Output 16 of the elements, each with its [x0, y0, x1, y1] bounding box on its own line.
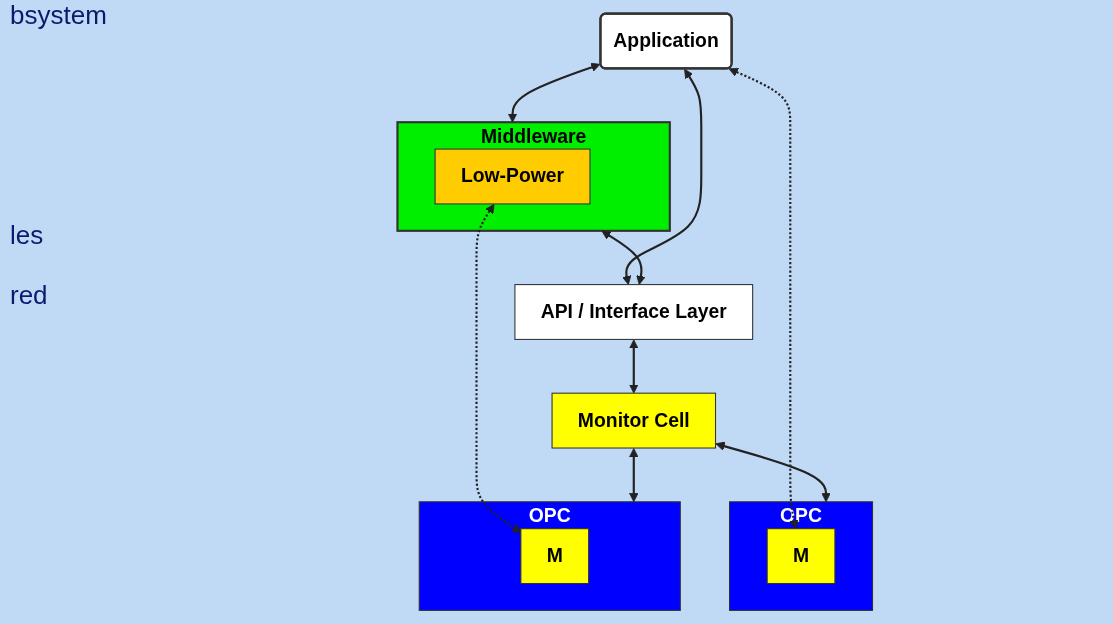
node-box: M	[520, 528, 590, 585]
node-box: Low-Power	[434, 148, 591, 205]
node-box: Monitor Cell	[551, 392, 717, 449]
arrow	[629, 448, 639, 503]
node-box: API / Interface Layer	[514, 284, 754, 340]
text-fragment: bsystem	[10, 0, 107, 31]
arrow	[507, 62, 601, 123]
arrow	[728, 67, 799, 530]
arrow	[715, 441, 831, 503]
node-box: M	[766, 528, 836, 585]
text-fragment: red	[10, 280, 48, 311]
text-fragment: les	[10, 220, 44, 251]
arrow	[629, 339, 639, 394]
arrow	[622, 68, 703, 285]
arrow	[601, 230, 646, 285]
arrow	[475, 203, 522, 533]
